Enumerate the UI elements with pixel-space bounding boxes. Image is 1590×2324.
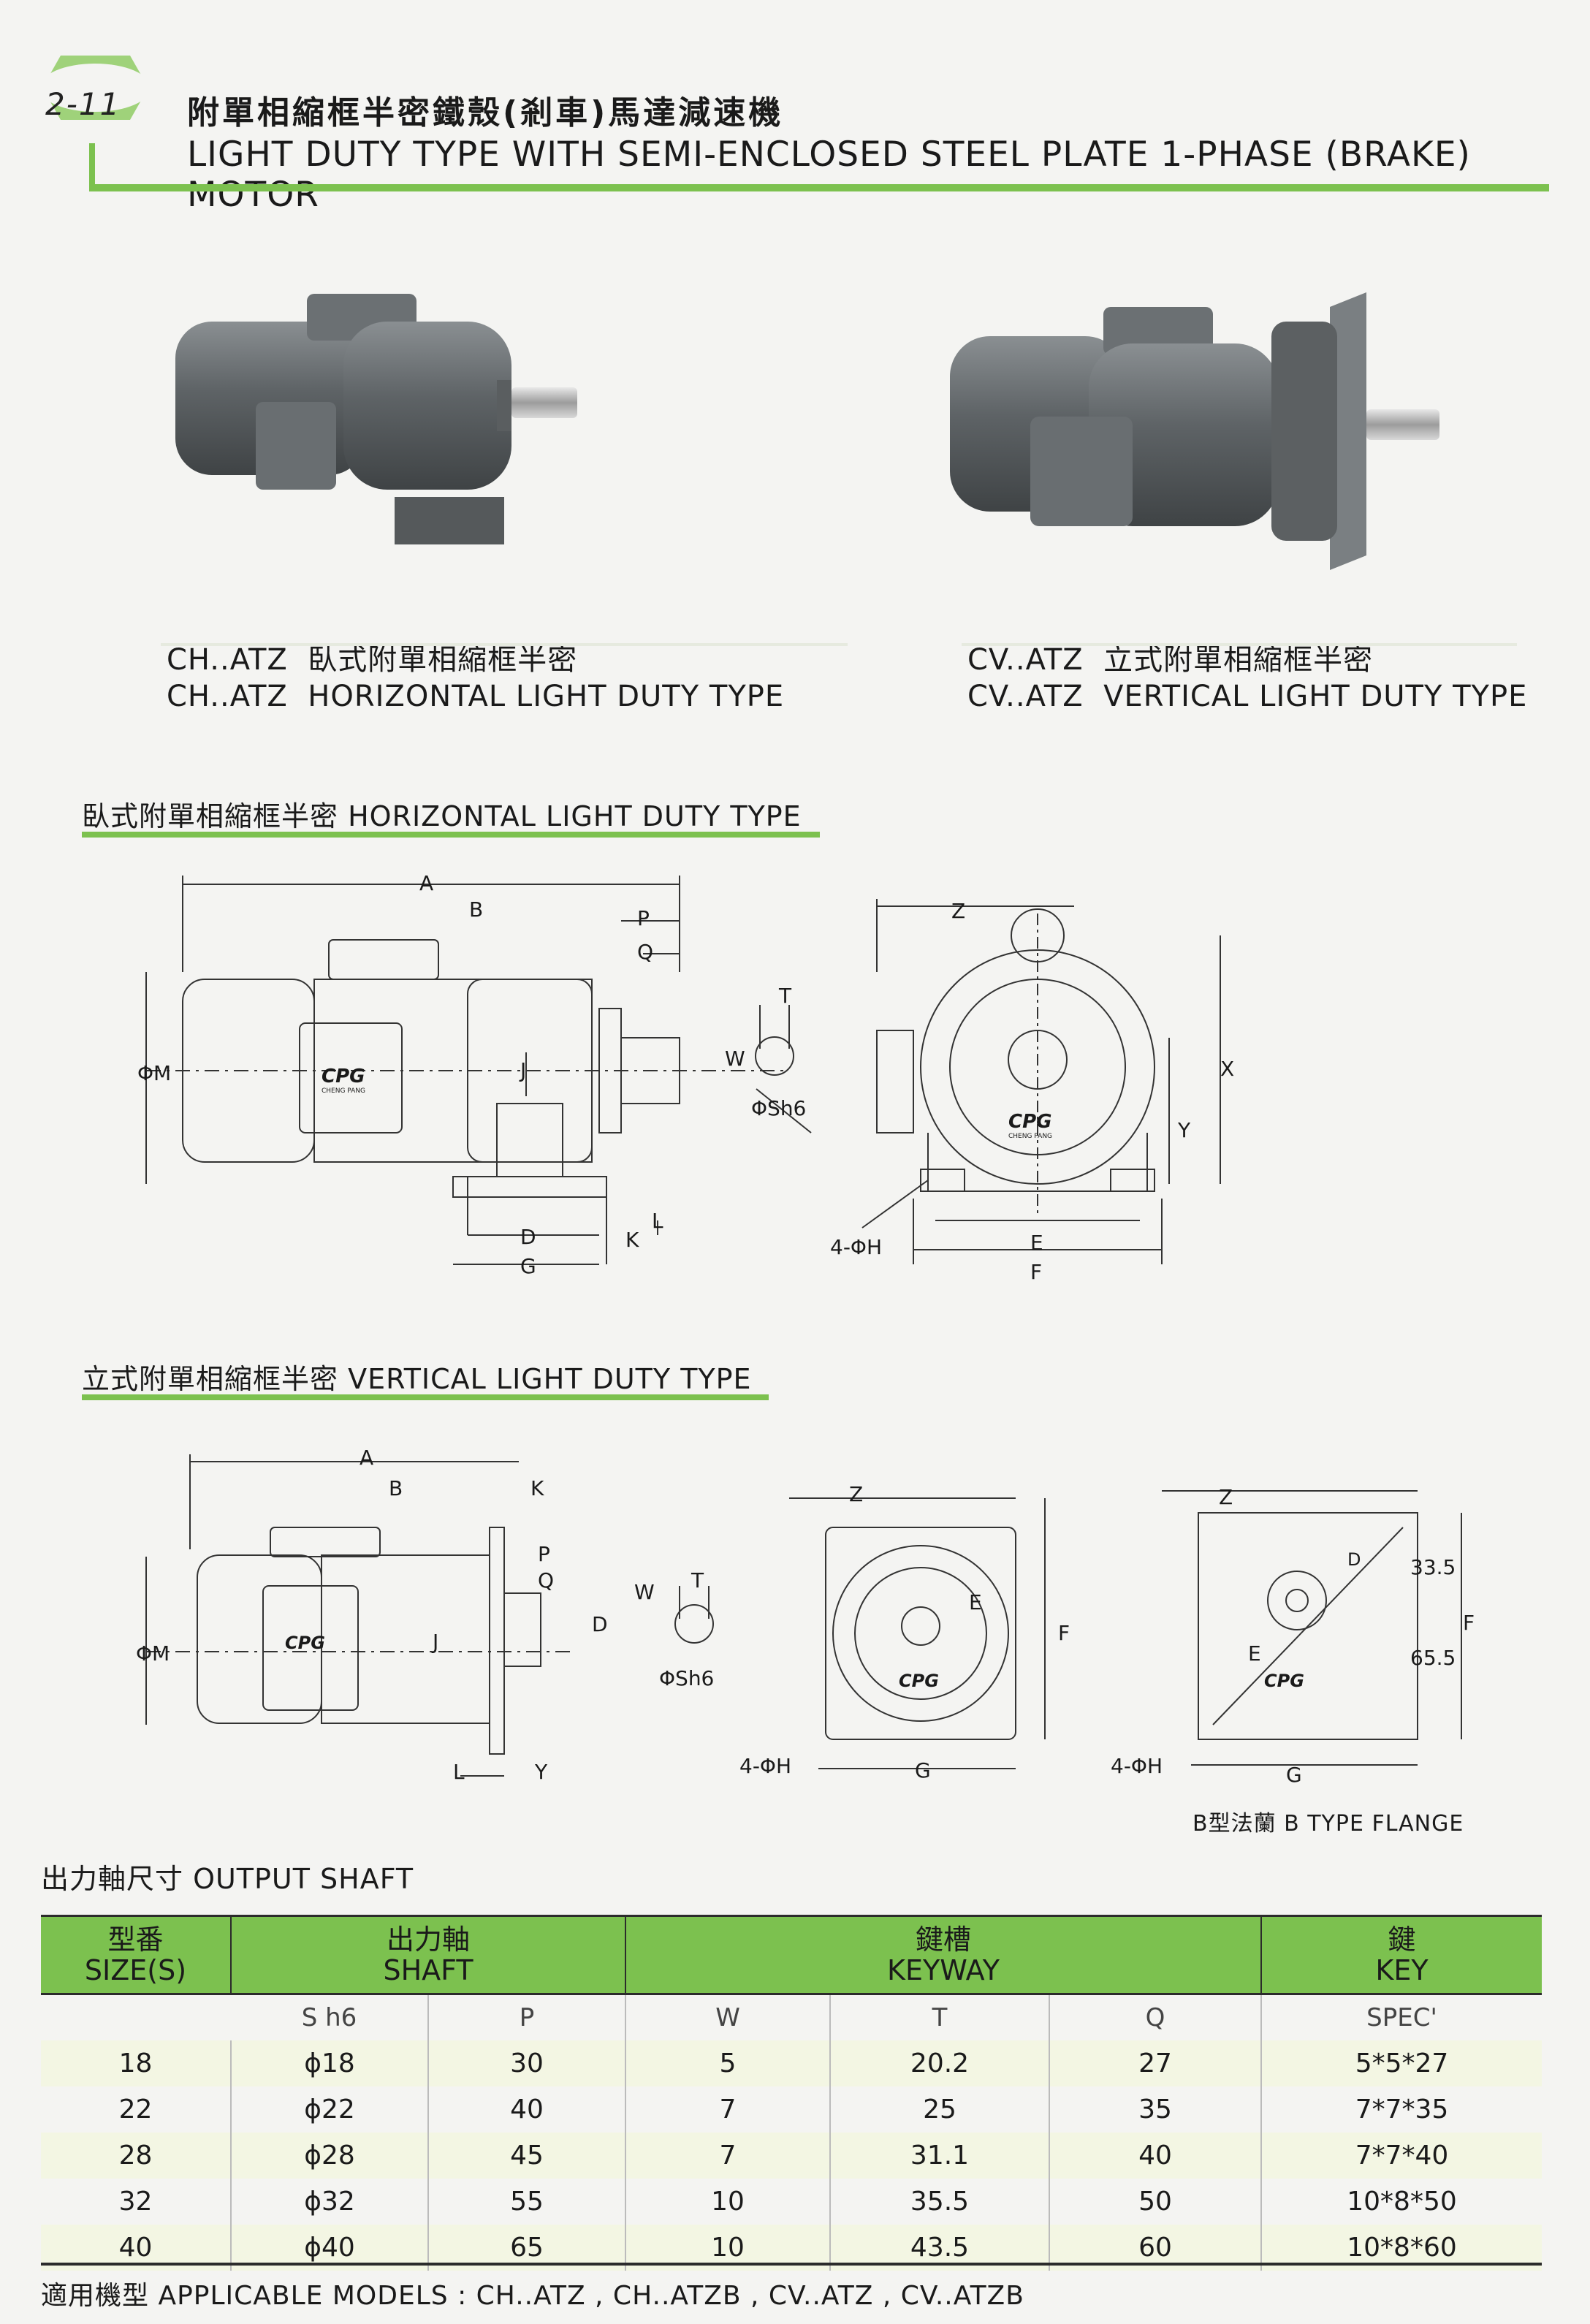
dim-label-Q: Q xyxy=(637,940,654,964)
page-title-cn: 附單相縮框半密鐵殼(剎車)馬達減速機 xyxy=(187,94,784,132)
table-bottom-rule xyxy=(41,2263,1542,2266)
dim-label-P: P xyxy=(538,1542,550,1566)
caption-horizontal-model-cn: CH..ATZ xyxy=(167,643,288,677)
dim-label-Sh6: ΦSh6 xyxy=(659,1666,715,1690)
cpg-logo: CPG xyxy=(899,1671,939,1691)
dim-label-X: X xyxy=(1220,1057,1235,1081)
section-underline-horizontal xyxy=(82,832,820,838)
caption-horizontal-name-cn: 臥式附單相縮框半密 xyxy=(308,643,578,677)
dim-label-J: J xyxy=(520,1058,527,1082)
cpg-logo: CPG xyxy=(322,1066,365,1087)
dim-label-L: L xyxy=(652,1209,663,1233)
dim-label-D: D xyxy=(520,1225,536,1249)
dim-label-G: G xyxy=(1286,1763,1302,1787)
applicable-models: 適用機型 APPLICABLE MODELS : CH..ATZ , CH..A… xyxy=(41,2281,1024,2311)
dim-label-H: 4-ΦH xyxy=(830,1235,883,1259)
caption-vertical-model-cn: CV..ATZ xyxy=(967,643,1084,677)
horizontal-drawing xyxy=(145,876,1221,1265)
caption-horizontal-model-en: CH..ATZ xyxy=(167,680,288,713)
dim-value-65-5: 65.5 xyxy=(1410,1646,1456,1670)
dim-label-Z: Z xyxy=(849,1482,864,1506)
cpg-name: CHENG PANG xyxy=(322,1087,366,1095)
dim-label-B: B xyxy=(469,897,484,922)
dim-label-F: F xyxy=(1058,1621,1070,1645)
dim-label-M: ΦM xyxy=(137,1061,172,1085)
dim-label-H: 4-ΦH xyxy=(739,1754,792,1778)
section-number: 2-11 xyxy=(45,86,121,122)
table-subheader-row: S h6 P W T Q SPEC' xyxy=(41,1994,1542,2040)
dim-label-E: E xyxy=(969,1590,982,1614)
dim-label-G: G xyxy=(520,1254,536,1278)
dim-label-Z: Z xyxy=(951,899,966,923)
dim-label-L: L xyxy=(453,1760,465,1784)
caption-horizontal: CH..ATZ 臥式附單相縮框半密 CH..ATZ HORIZONTAL LIG… xyxy=(167,642,784,715)
caption-vertical-name-cn: 立式附單相縮框半密 xyxy=(1103,643,1374,677)
dim-label-A: A xyxy=(360,1446,374,1470)
dim-label-Y: Y xyxy=(1178,1118,1191,1142)
dim-label-D: D xyxy=(592,1612,608,1636)
caption-vertical-bar xyxy=(962,643,1517,646)
caption-horizontal-bar xyxy=(161,643,848,646)
dim-label-J: J xyxy=(433,1630,439,1654)
table-title: 出力軸尺寸 OUTPUT SHAFT xyxy=(41,1863,414,1895)
dim-label-B: B xyxy=(389,1476,403,1500)
caption-vertical-name-en: VERTICAL LIGHT DUTY TYPE xyxy=(1103,680,1528,713)
dim-label-F: F xyxy=(1463,1611,1475,1635)
vertical-drawing xyxy=(145,1454,1462,1777)
dim-label-A: A xyxy=(419,871,434,895)
dim-label-Z: Z xyxy=(1219,1485,1233,1509)
dim-label-Y: Y xyxy=(535,1760,548,1784)
dim-label-E: E xyxy=(1030,1231,1043,1255)
section-badge xyxy=(39,56,151,120)
dim-label-Sh6: ΦSh6 xyxy=(751,1096,807,1120)
header-divider xyxy=(89,184,1549,191)
cpg-logo: CPG xyxy=(1264,1671,1304,1691)
cpg-logo: CPG xyxy=(285,1633,325,1653)
caption-vertical-model-en: CV..ATZ xyxy=(967,680,1084,713)
dim-value-33-5: 33.5 xyxy=(1410,1555,1456,1579)
flange-caption: B型法蘭 B TYPE FLANGE xyxy=(1192,1811,1464,1837)
section-title-horizontal: 臥式附單相縮框半密 HORIZONTAL LIGHT DUTY TYPE xyxy=(82,800,802,832)
dim-label-T: T xyxy=(779,984,792,1008)
caption-vertical: CV..ATZ 立式附單相縮框半密 CV..ATZ VERTICAL LIGHT… xyxy=(967,642,1527,715)
dim-label-G: G xyxy=(915,1758,931,1782)
dim-label-D: D xyxy=(1347,1549,1361,1570)
section-title-vertical: 立式附單相縮框半密 VERTICAL LIGHT DUTY TYPE xyxy=(82,1363,752,1395)
dim-label-W: W xyxy=(634,1580,655,1604)
dim-label-F: F xyxy=(1030,1260,1043,1284)
dim-label-K: K xyxy=(530,1476,544,1500)
dim-label-M: ΦM xyxy=(136,1641,170,1666)
dim-label-P: P xyxy=(637,906,650,930)
caption-horizontal-name-en: HORIZONTAL LIGHT DUTY TYPE xyxy=(308,680,785,713)
dim-label-Q: Q xyxy=(538,1568,555,1592)
cpg-name: CHENG PANG xyxy=(1008,1133,1053,1140)
section-underline-vertical xyxy=(82,1394,769,1400)
dim-label-H: 4-ΦH xyxy=(1111,1754,1163,1778)
vertical-motor-photo xyxy=(950,292,1439,570)
dim-label-K: K xyxy=(625,1228,639,1252)
dim-label-W: W xyxy=(725,1047,745,1071)
horizontal-motor-photo xyxy=(175,294,577,544)
page-title-en: LIGHT DUTY TYPE WITH SEMI-ENCLOSED STEEL… xyxy=(187,134,1471,215)
cpg-logo: CPG xyxy=(1008,1111,1052,1133)
dim-label-E: E xyxy=(1248,1641,1261,1666)
dim-label-T: T xyxy=(691,1568,704,1592)
header-accent-vline xyxy=(89,143,95,189)
